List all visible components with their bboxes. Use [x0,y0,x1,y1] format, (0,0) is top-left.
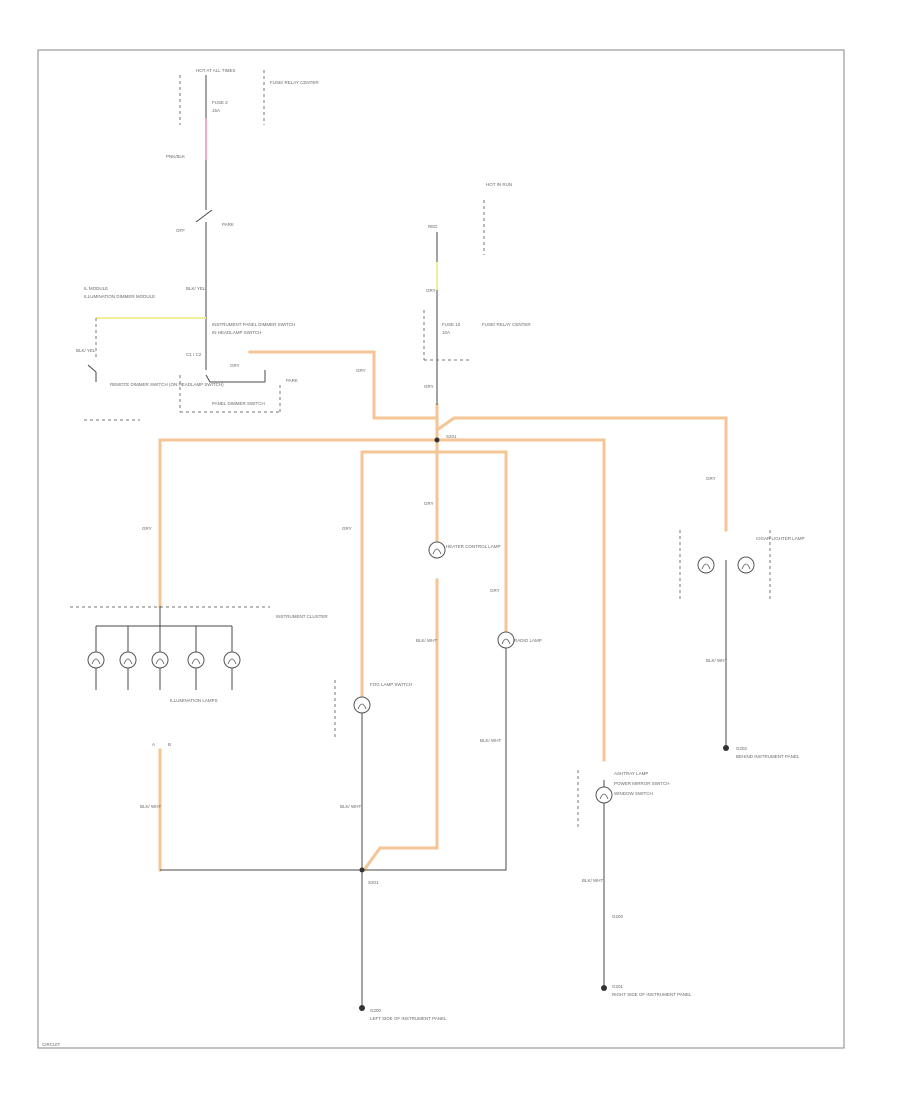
label-wire-blk-d: BLK/ WHT [340,804,362,809]
label-hot-at-all-times: HOT AT ALL TIMES [196,68,236,73]
label-ground-g200-desc: LEFT SIDE OF INSTRUMENT PANEL [370,1016,447,1021]
label-fuse-right: FUSE 10 [442,322,461,327]
label-wire-gry-g: GRY [490,588,500,593]
label-fuse-right-top: RED [428,224,438,229]
diagram-frame [37,49,845,1049]
splice-ground [359,867,365,873]
label-wire-blk-e: BLK/ WHT [706,658,728,663]
label-dimmer-connector: IN HEADLAMP SWITCH [212,330,261,335]
instrument-cluster-group [70,606,270,690]
lamp-radio [497,631,515,649]
label-ground-g202: G202 [736,746,748,751]
label-ground-g202-desc: BEHIND INSTRUMENT PANEL [736,754,800,759]
label-fuse-main-amp: 15A [212,108,220,113]
lamp-ashtray [577,770,613,830]
lamp-heater-control [428,541,446,559]
label-ashtray-lamp: ASHTRAY LAMP [614,771,648,776]
label-wire-gry-e: GRY [342,526,352,531]
label-dimmer-out: GRY [230,363,240,368]
label-instrument-dimmer: INSTRUMENT PANEL DIMMER SWITCH [212,322,295,327]
label-wire-blk-f: BLK/ WHT [582,878,604,883]
label-dimmer-left-desc: ILLUMINATION DIMMER MODULE [84,294,155,299]
label-ground-g201: G201 [612,984,624,989]
label-wire-blk-c: BLK/ WHT [140,804,162,809]
label-wire-blk-a: BLK/ WHT [416,638,438,643]
label-wire-gry-f: GRY [424,501,434,506]
label-power-mirror: POWER MIRROR SWITCH [614,781,670,786]
label-cluster-pin-b: B [168,742,171,747]
ground-rail [160,640,507,871]
right-fuse-column [423,200,485,405]
label-wire-gry-b: GRY [424,384,434,389]
label-dome-hot: HOT IN RUN [486,182,512,187]
label-ground-g201-desc: RIGHT SIDE OF INSTRUMENT PANEL [612,992,692,997]
label-wire-gry-a: GRY [356,368,366,373]
label-fuse-right-box: FUSE/ RELAY CENTER [482,322,531,327]
label-switch-park: PARK [222,222,234,227]
ground-point-g201 [601,985,607,991]
label-ground-mid: G200 [612,914,624,919]
label-ground-g200: G200 [370,1008,382,1013]
lamp-cigar-lighter [679,530,771,600]
label-wire-blk-b: BLK/ WHT [480,738,502,743]
label-remote-switch: REMOTE DIMMER SWITCH (ON HEADLAMP SWITCH… [110,382,224,387]
label-ground-splice: S201 [368,880,379,885]
label-fog-lamp: FOG LAMP SWITCH [370,682,412,687]
label-fuse-right-amp: 10A [442,330,450,335]
label-splice-main: S201 [446,434,457,439]
top-feed-column [179,70,281,413]
ground-point-g202 [723,745,729,751]
label-heater-lamp: HEATER CONTROL LAMP [446,544,501,549]
splice-main [434,437,440,443]
label-switch-off: OFF [176,228,185,233]
label-wire-blk-upper: BLK/ YEL [186,286,206,291]
label-wire-gry-d: GRY [142,526,152,531]
label-cluster-pin-a: A [152,742,155,747]
label-power-mirror-2: WINDOW SWITCH [614,791,653,796]
label-dimmer-splice: C1 / C2 [186,352,202,357]
ground-point-g200 [359,1005,365,1011]
label-cluster-lamps: ILLUMINATION LAMPS [170,698,218,703]
lamp-fog-switch [334,680,371,740]
label-remote-wire: BLK/ YEL [76,348,96,353]
label-dimmer-left: IL MODULE [84,286,108,291]
label-splice-top: PNK/BLK [166,154,185,159]
label-dimmer-box: PANEL DIMMER SWITCH [212,401,265,406]
orange-wire-network [158,350,728,873]
label-footer: CIRCUIT [42,1042,60,1047]
label-radio-lamp: RADIO LAMP [514,638,542,643]
label-cluster: INSTRUMENT CLUSTER [276,614,328,619]
label-fuse-main: FUSE 2 [212,100,228,105]
label-park-out: PARK [286,378,298,383]
label-fuse-box: FUSE/ RELAY CENTER [270,80,319,85]
label-cigar-lighter: CIGAR LIGHTER LAMP [756,536,805,541]
label-fuse-right-mid: GRY [426,288,436,293]
label-wire-gry-c: GRY [706,476,716,481]
